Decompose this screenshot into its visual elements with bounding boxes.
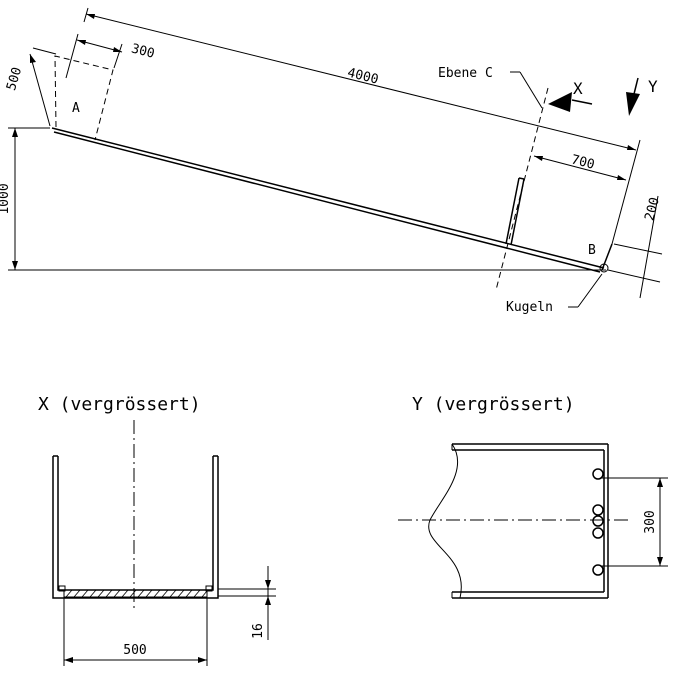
- arrow-x-icon: [548, 92, 572, 112]
- dim-300-y: 300: [643, 510, 658, 533]
- arrow-x-label: X: [573, 79, 583, 98]
- break-line: [428, 443, 462, 599]
- balls-leader: [577, 273, 603, 308]
- dim-500-x: 500: [123, 643, 146, 658]
- box-a: [54, 55, 114, 141]
- dim-4000: 4000: [346, 66, 380, 88]
- ball-b: [599, 263, 609, 273]
- plane-c-leader: [519, 71, 543, 109]
- hatch-lines: [65, 589, 208, 598]
- u-profile: [52, 455, 219, 599]
- detail-y-title: Y (vergrössert): [412, 394, 575, 415]
- detail-x-title: X (vergrössert): [38, 394, 201, 415]
- balls: [592, 468, 604, 576]
- plate-c: [505, 177, 525, 246]
- ball-icon: [592, 504, 604, 516]
- detail-y: Y (vergrössert) 300: [398, 394, 668, 599]
- plane-c-line: [495, 87, 549, 291]
- arrow-y-icon: [626, 92, 640, 116]
- dim-16: 16: [251, 623, 266, 639]
- main-view: 1000 500 300 4000 700 200 A B E: [0, 7, 663, 315]
- ball-icon: [592, 515, 604, 527]
- detail-x: X (vergrössert) 500: [38, 394, 276, 666]
- dim-line-500: [29, 53, 51, 127]
- dim-500: 500: [4, 66, 25, 93]
- dim-300: 300: [130, 41, 156, 61]
- arrow-y-label: Y: [648, 77, 658, 96]
- dim-700: 700: [570, 152, 596, 172]
- label-a: A: [72, 101, 80, 116]
- ramp: [51, 127, 605, 273]
- dim-200: 200: [642, 196, 663, 223]
- dim-line-4000: [85, 13, 637, 151]
- dim-1000: 1000: [0, 183, 12, 214]
- dim-line-700: [533, 155, 627, 181]
- channel-top-view: [428, 443, 609, 599]
- label-b: B: [588, 243, 596, 258]
- ball-icon: [592, 527, 604, 539]
- dim-line-200: [639, 195, 659, 299]
- end-stop: [601, 243, 613, 271]
- ball-icon: [592, 468, 604, 480]
- plane-c-label: Ebene C: [438, 66, 493, 81]
- balls-label: Kugeln: [506, 300, 553, 315]
- ball-icon: [592, 564, 604, 576]
